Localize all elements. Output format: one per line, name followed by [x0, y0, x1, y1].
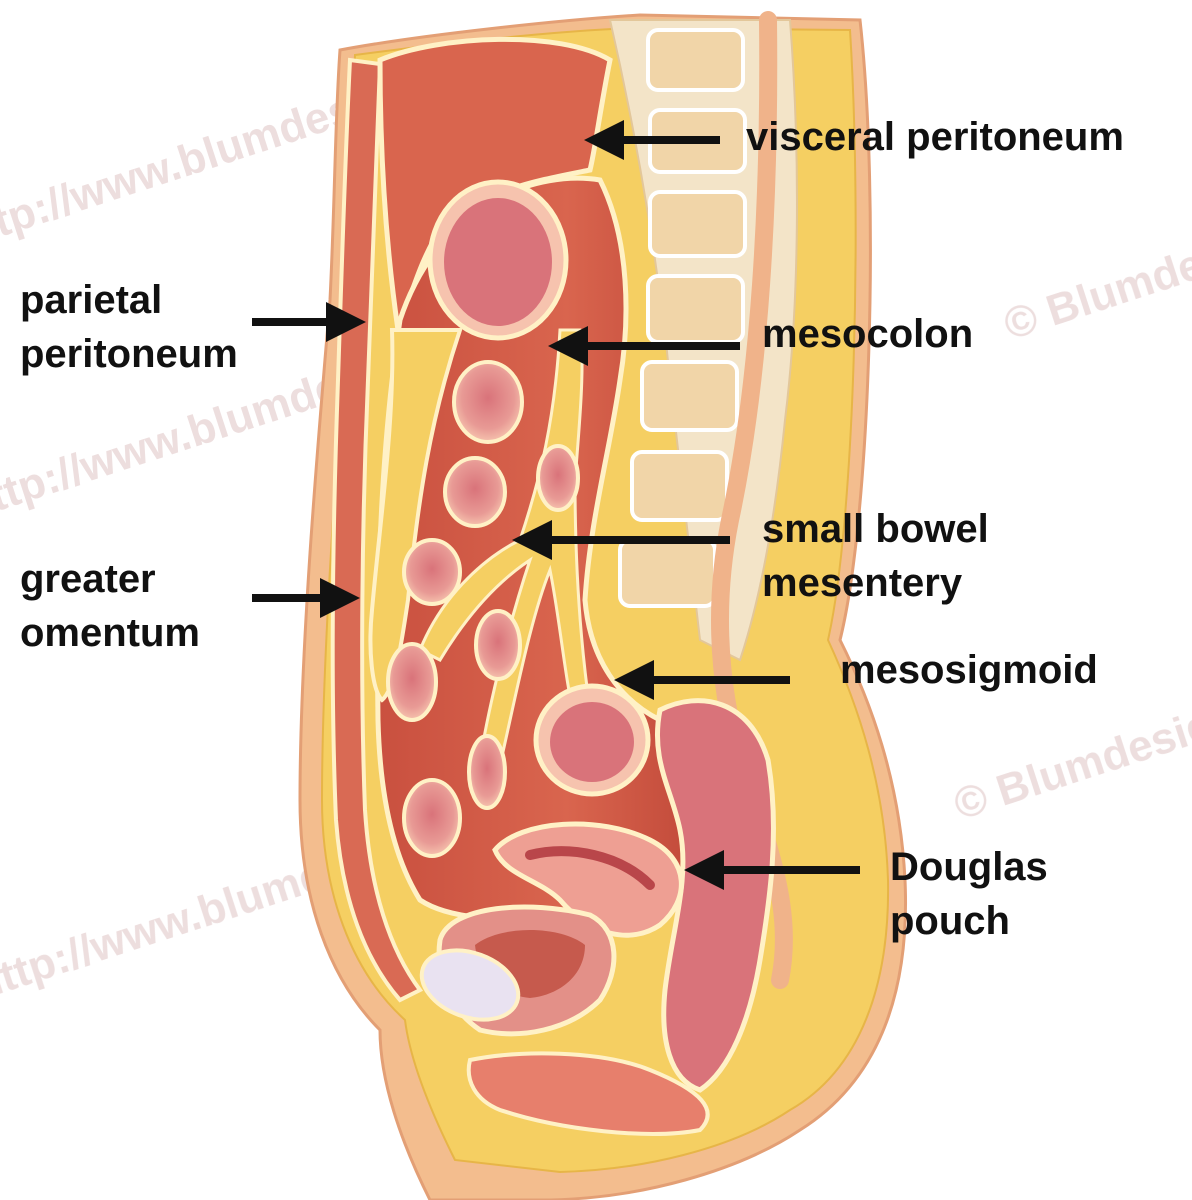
- bowel-loop: [402, 538, 462, 606]
- vertebra-3: [648, 190, 747, 258]
- pelvic-floor: [466, 1051, 710, 1136]
- label-parietal-peritoneum: parietal peritoneum: [20, 273, 238, 381]
- sigmoid-colon-lumen: [550, 702, 634, 782]
- label-line: greater: [20, 557, 156, 601]
- greater-omentum: [368, 328, 463, 703]
- bowel-loop: [402, 778, 462, 858]
- watermark-copyright-1: © Blumdesign, LLC: [998, 177, 1192, 349]
- transverse-colon: [427, 179, 569, 341]
- label-small-bowel-mesentery: small bowel mesentery: [762, 502, 989, 610]
- label-line: visceral peritoneum: [746, 115, 1124, 159]
- bowel-loop: [386, 642, 438, 722]
- label-visceral-peritoneum: visceral peritoneum: [746, 110, 1124, 164]
- bowel-loop: [467, 734, 507, 810]
- label-line: small bowel: [762, 507, 989, 551]
- bowel-loop: [536, 444, 580, 512]
- label-line: parietal: [20, 278, 163, 322]
- abdominal-wall-muscle: [330, 57, 424, 1003]
- vertebra-5: [640, 360, 739, 432]
- label-mesosigmoid: mesosigmoid: [840, 643, 1098, 697]
- label-mesocolon: mesocolon: [762, 307, 973, 361]
- label-line: mesentery: [762, 561, 963, 605]
- label-line: peritoneum: [20, 332, 238, 376]
- bowel-loop: [474, 609, 522, 681]
- label-line: pouch: [890, 899, 1010, 943]
- small-bowel-loops: [386, 360, 580, 858]
- bowel-loop: [443, 456, 507, 528]
- label-line: mesocolon: [762, 312, 974, 356]
- pubic-bone: [419, 948, 521, 1022]
- sigmoid-colon: [533, 683, 651, 797]
- transverse-colon-lumen: [444, 198, 552, 326]
- label-line: mesosigmoid: [840, 648, 1098, 692]
- bowel-loop: [452, 360, 524, 444]
- vertebra-4: [646, 274, 745, 344]
- label-greater-omentum: greater omentum: [20, 552, 200, 660]
- label-douglas-pouch: Douglas pouch: [890, 840, 1048, 948]
- rectum: [654, 698, 776, 1093]
- uterine-cavity: [525, 846, 655, 890]
- vertebra-7: [618, 538, 717, 608]
- vertebra-1: [646, 28, 745, 92]
- label-line: Douglas: [890, 845, 1048, 889]
- vertebrae: [618, 28, 747, 608]
- pointer-arrows: [252, 120, 860, 890]
- vertebra-6: [630, 450, 729, 522]
- label-line: omentum: [20, 611, 200, 655]
